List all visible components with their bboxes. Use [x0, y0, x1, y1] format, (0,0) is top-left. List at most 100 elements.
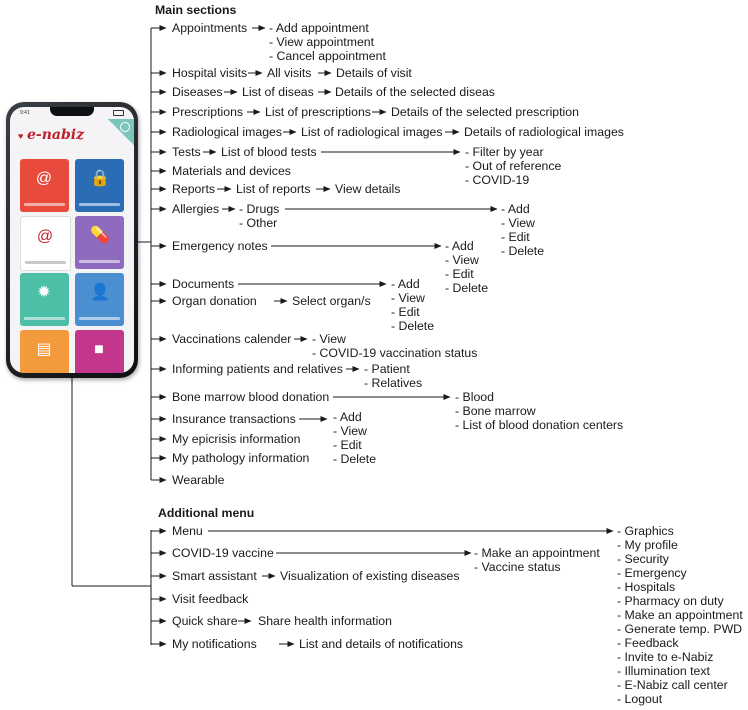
node-epicrisis: My epicrisis information — [172, 432, 301, 446]
node-quick_share: Quick share — [172, 614, 238, 628]
node-informing: Informing patients and relatives — [172, 362, 343, 376]
node-select-organs: Select organ/s — [292, 294, 371, 308]
leaf-menu-item-8: - Feedback — [617, 636, 679, 650]
leaf-doc-edit: - Edit — [391, 305, 420, 319]
node-wearable: Wearable — [172, 473, 225, 487]
node-share-health: Share health information — [258, 614, 392, 628]
node-list-of-reports: List of reports — [236, 182, 311, 196]
leaf-emerg-add: - Add — [445, 239, 474, 253]
node-vaccinations: Vaccinations calender — [172, 332, 292, 346]
node-list-of-diseas: List of diseas — [242, 85, 314, 99]
leaf-allergy-edit: - Edit — [501, 230, 530, 244]
leaf-doc-delete: - Delete — [391, 319, 435, 333]
leaf-blood: - Blood — [455, 390, 494, 404]
leaf-menu-item-9: - Invite to e-Nabiz — [617, 650, 714, 664]
leaf-menu-item-4: - Hospitals — [617, 580, 676, 594]
leaf-out-of-reference: - Out of reference — [465, 159, 562, 173]
leaf-cancel-appointment: - Cancel appointment — [269, 49, 386, 63]
id-card-icon: ▤ — [36, 341, 52, 358]
node-covid_vaccine: COVID-19 vaccine — [172, 546, 274, 560]
app-logo: e-nabiz — [27, 127, 85, 143]
leaf-menu-item-3: - Emergency — [617, 566, 687, 580]
leaf-menu-item-12: - Logout — [617, 692, 663, 706]
app-tile-7[interactable]: ■ — [75, 330, 124, 373]
tile-caption — [79, 203, 120, 206]
leaf-make-appointment: - Make an appointment — [474, 546, 600, 560]
node-documents: Documents — [172, 277, 235, 291]
main-sections-heading: Main sections — [155, 3, 237, 17]
node-list-notifications: List and details of notifications — [299, 637, 464, 651]
node-insurance: Insurance transactions — [172, 412, 296, 426]
leaf-ins-delete: - Delete — [333, 452, 377, 466]
node-reports: Reports — [172, 182, 216, 196]
leaf-bone-marrow: - Bone marrow — [455, 404, 536, 418]
lock-icon: 🔒 — [90, 170, 110, 187]
leaf-ins-edit: - Edit — [333, 438, 362, 452]
node-smart_assistant: Smart assistant — [172, 569, 257, 583]
node-hospital_visits: Hospital visits — [172, 66, 248, 80]
leaf-donation-centers: - List of blood donation centers — [455, 418, 624, 432]
leaf-emerg-view: - View — [445, 253, 479, 267]
leaf-vacc-view: - View — [312, 332, 346, 346]
tile-caption — [79, 317, 120, 320]
leaf-other: - Other — [239, 216, 278, 230]
node-radiological: Radiological images — [172, 125, 283, 139]
leaf-menu-item-7: - Generate temp. PWD — [617, 622, 743, 636]
node-pathology: My pathology information — [172, 451, 310, 465]
leaf-doc-add: - Add — [391, 277, 420, 291]
node-all-visits: All visits — [267, 66, 312, 80]
leaf-emerg-delete: - Delete — [445, 281, 489, 295]
leaf-covid-19: - COVID-19 — [465, 173, 530, 187]
node-emergency_notes: Emergency notes — [172, 239, 268, 253]
swirl-icon: @ — [36, 228, 54, 245]
node-list-prescriptions: List of prescriptions — [265, 105, 371, 119]
node-bone_marrow: Bone marrow blood donation — [172, 390, 330, 404]
node-prescriptions: Prescriptions — [172, 105, 244, 119]
app-tile-0[interactable]: @ — [20, 159, 69, 212]
person-icon: 👤 — [90, 284, 110, 301]
connector-lines — [71, 25, 614, 647]
node-menu: Menu — [172, 524, 203, 538]
phone-screen: 9:41 ♥ e-nabiz @🔒@💊✹👤▤■ — [10, 107, 134, 373]
app-tile-4[interactable]: ✹ — [20, 273, 69, 326]
tile-caption — [25, 261, 66, 264]
leaf-view-appointment: - View appointment — [269, 35, 375, 49]
leaf-menu-item-0: - Graphics — [617, 524, 674, 538]
leaf-allergy-delete: - Delete — [501, 244, 545, 258]
node-visualization: Visualization of existing diseases — [280, 569, 460, 583]
heart-icon: ♥ — [18, 131, 24, 141]
virus-icon: ✹ — [37, 284, 51, 301]
leaf-patient: - Patient — [364, 362, 410, 376]
app-tile-3[interactable]: 💊 — [75, 216, 124, 269]
node-notifications: My notifications — [172, 637, 257, 651]
leaf-menu-item-5: - Pharmacy on duty — [617, 594, 724, 608]
node-list-blood-tests: List of blood tests — [221, 145, 317, 159]
app-tile-1[interactable]: 🔒 — [75, 159, 124, 212]
tile-caption — [24, 203, 65, 206]
node-allergies: Allergies — [172, 202, 220, 216]
leaf-filter-by-year: - Filter by year — [465, 145, 544, 159]
tile-caption — [24, 317, 65, 320]
battery-icon — [113, 110, 124, 116]
leaf-ins-add: - Add — [333, 410, 362, 424]
leaf-doc-view: - View — [391, 291, 425, 305]
leaf-menu-item-10: - Illumination text — [617, 664, 710, 678]
tile-caption — [79, 260, 120, 263]
additional-menu-heading: Additional menu — [158, 506, 255, 520]
node-diseases: Diseases — [172, 85, 223, 99]
leaf-drugs: - Drugs — [239, 202, 280, 216]
app-tile-2[interactable]: @ — [20, 216, 71, 271]
node-details-prescription: Details of the selected prescription — [391, 105, 579, 119]
node-organ_donation: Organ donation — [172, 294, 257, 308]
leaf-vacc-covid: - COVID-19 vaccination status — [312, 346, 478, 360]
leaf-emerg-edit: - Edit — [445, 267, 474, 281]
leaf-menu-item-11: - E-Nabiz call center — [617, 678, 728, 692]
app-tile-6[interactable]: ▤ — [20, 330, 69, 373]
phone-notch — [50, 107, 94, 116]
leaf-relatives: - Relatives — [364, 376, 423, 390]
leaf-menu-item-6: - Make an appointment — [617, 608, 743, 622]
node-view-details: View details — [335, 182, 401, 196]
app-tile-5[interactable]: 👤 — [75, 273, 124, 326]
status-time: 9:41 — [20, 110, 30, 116]
